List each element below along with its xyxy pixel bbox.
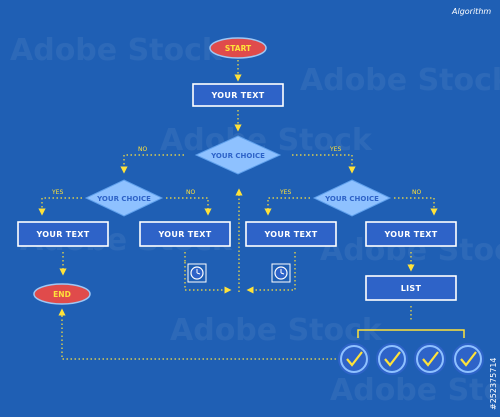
- stock-id: #252375714: [489, 357, 498, 410]
- list-label: LIST: [401, 284, 422, 293]
- process-box-2: YOUR TEXT: [139, 221, 231, 247]
- yes-label-right: YES: [279, 189, 291, 196]
- yes-label-main: YES: [329, 146, 341, 153]
- clock-icon: [271, 263, 291, 283]
- decision-main: YOUR CHOICE: [194, 135, 282, 175]
- process-box-1: YOUR TEXT: [17, 221, 109, 247]
- decision-left-label: YOUR CHOICE: [96, 195, 151, 203]
- check-circle-icon: [452, 343, 484, 375]
- check-circle-icon: [338, 343, 370, 375]
- end-terminal: END: [33, 283, 91, 305]
- check-circle-icon: [414, 343, 446, 375]
- decision-right-label: YOUR CHOICE: [324, 195, 379, 203]
- end-label: END: [53, 290, 71, 299]
- diagram-title: Algorithm: [451, 7, 491, 16]
- process-box-top-label: YOUR TEXT: [211, 91, 265, 100]
- process-box-3-label: YOUR TEXT: [264, 230, 318, 239]
- list-box: LIST: [365, 275, 457, 301]
- no-label-left: NO: [186, 189, 195, 196]
- check-circle-icon: [376, 343, 408, 375]
- process-box-1-label: YOUR TEXT: [36, 230, 90, 239]
- start-label: START: [225, 44, 252, 53]
- process-box-2-label: YOUR TEXT: [158, 230, 212, 239]
- process-box-4-label: YOUR TEXT: [384, 230, 438, 239]
- decision-left: YOUR CHOICE: [84, 179, 164, 217]
- decision-main-label: YOUR CHOICE: [210, 152, 265, 160]
- process-box-3: YOUR TEXT: [245, 221, 337, 247]
- svg-text:Adobe Stock: Adobe Stock: [300, 63, 500, 98]
- yes-label-left: YES: [51, 189, 63, 196]
- process-box-top: YOUR TEXT: [192, 83, 284, 107]
- process-box-4: YOUR TEXT: [365, 221, 457, 247]
- decision-right: YOUR CHOICE: [312, 179, 392, 217]
- no-label-main: NO: [138, 146, 147, 153]
- list-bracket: [357, 329, 465, 338]
- svg-text:Adobe Stock: Adobe Stock: [170, 313, 383, 348]
- clock-icon: [187, 263, 207, 283]
- svg-text:Adobe Stock: Adobe Stock: [330, 373, 500, 408]
- start-terminal: START: [209, 37, 267, 59]
- svg-text:Adobe Stock: Adobe Stock: [10, 33, 223, 68]
- no-label-right: NO: [412, 189, 421, 196]
